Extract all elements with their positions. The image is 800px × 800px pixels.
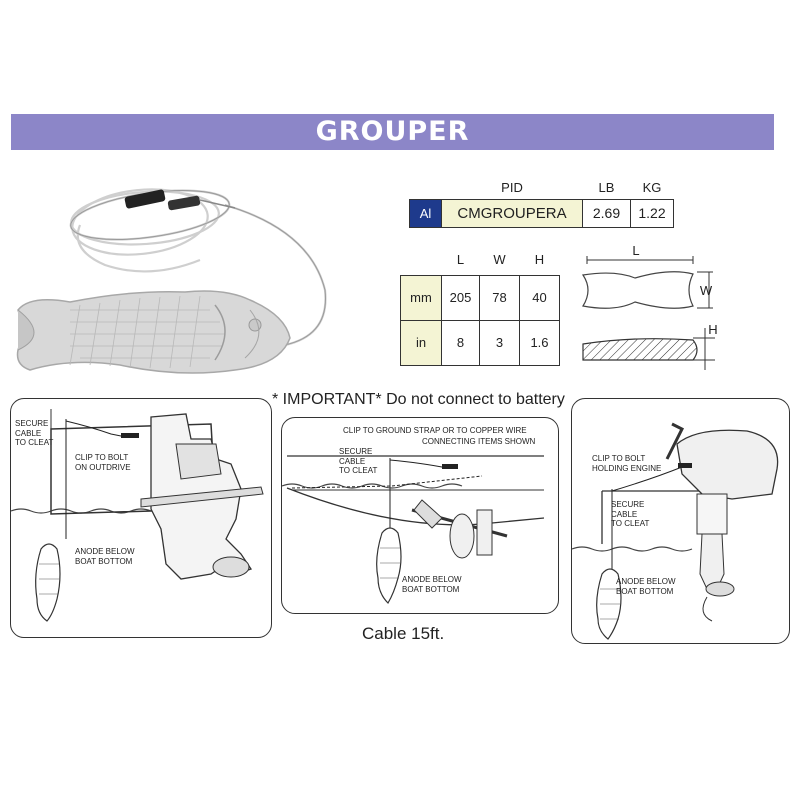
unit-mm: mm	[400, 275, 442, 321]
lb-header: LB	[598, 180, 615, 195]
diagram-l-label: L	[632, 243, 640, 258]
label-line: TO CLEAT	[339, 466, 378, 475]
label-line: ANODE BELOW	[616, 577, 676, 586]
width-mm: 78	[479, 275, 520, 321]
anode-below-label: ANODE BELOW BOAT BOTTOM	[75, 547, 135, 566]
label-line: CLIP TO BOLT	[592, 454, 646, 463]
label-line: ON OUTDRIVE	[75, 462, 131, 472]
length-header: L	[456, 252, 465, 267]
height-in: 1.6	[519, 320, 560, 366]
anode-below-label: ANODE BELOW BOAT BOTTOM	[616, 577, 676, 596]
cable-length-note: Cable 15ft.	[362, 624, 445, 643]
installation-panel-ground-strap: CLIP TO GROUND STRAP OR TO COPPER WIRE C…	[281, 417, 559, 614]
title-banner: GROUPER	[11, 114, 774, 150]
anode-product-image	[16, 188, 327, 374]
label-line: CLIP TO BOLT	[75, 453, 129, 462]
length-mm: 205	[441, 275, 480, 321]
height-header: H	[534, 252, 545, 267]
kg-header: KG	[642, 180, 662, 195]
pid-header: PID	[501, 180, 523, 195]
width-header: W	[493, 252, 506, 267]
label-line: BOAT BOTTOM	[402, 584, 460, 594]
width-in: 3	[479, 320, 520, 366]
connecting-items-label: CONNECTING ITEMS SHOWN	[422, 437, 536, 446]
dimension-diagram	[581, 256, 715, 370]
material-cell: Al	[409, 199, 442, 228]
ground-strap-illustration	[282, 455, 545, 604]
product-title: GROUPER	[315, 116, 470, 147]
label-line: TO CLEAT	[15, 438, 54, 447]
unit-in: in	[400, 320, 442, 366]
label-line: SECURE	[339, 447, 373, 456]
clip-to-bolt-label: CLIP TO BOLT HOLDING ENGINE	[592, 454, 661, 473]
secure-cable-label: SECURE CABLE TO CLEAT	[339, 447, 377, 476]
installation-panel-outdrive: SECURE CABLE TO CLEAT CLIP TO BOLT ON OU…	[10, 398, 272, 638]
secure-cable-label: SECURE CABLE TO CLEAT	[611, 500, 649, 529]
pid-value: CMGROUPERA	[441, 199, 583, 228]
label-line: TO CLEAT	[611, 519, 650, 528]
kg-value: 1.22	[630, 199, 674, 228]
label-line: SECURE	[611, 500, 645, 509]
secure-cable-label: SECURE CABLE TO CLEAT	[15, 419, 53, 448]
label-line: HOLDING ENGINE	[592, 463, 662, 473]
diagram-h-label: H	[708, 322, 718, 337]
outdrive-illustration	[11, 409, 264, 622]
label-line: CABLE	[611, 509, 638, 519]
label-line: ANODE BELOW	[402, 575, 462, 584]
anode-below-label: ANODE BELOW BOAT BOTTOM	[402, 575, 462, 594]
label-line: SECURE	[15, 419, 49, 428]
height-mm: 40	[519, 275, 560, 321]
label-line: CABLE	[339, 456, 366, 466]
installation-panel-outboard: CLIP TO BOLT HOLDING ENGINE SECURE CABLE…	[571, 398, 790, 644]
length-in: 8	[441, 320, 480, 366]
label-line: CABLE	[15, 428, 42, 438]
clip-ground-strap-label: CLIP TO GROUND STRAP OR TO COPPER WIRE	[343, 426, 527, 435]
lb-value: 2.69	[582, 199, 631, 228]
important-note: * IMPORTANT* Do not connect to battery	[272, 391, 565, 408]
diagram-w-label: W	[699, 283, 713, 298]
label-line: ANODE BELOW	[75, 547, 135, 556]
label-line: BOAT BOTTOM	[616, 586, 674, 596]
label-line: BOAT BOTTOM	[75, 556, 133, 566]
clip-to-bolt-label: CLIP TO BOLT ON OUTDRIVE	[75, 453, 131, 472]
outboard-illustration	[572, 422, 779, 640]
